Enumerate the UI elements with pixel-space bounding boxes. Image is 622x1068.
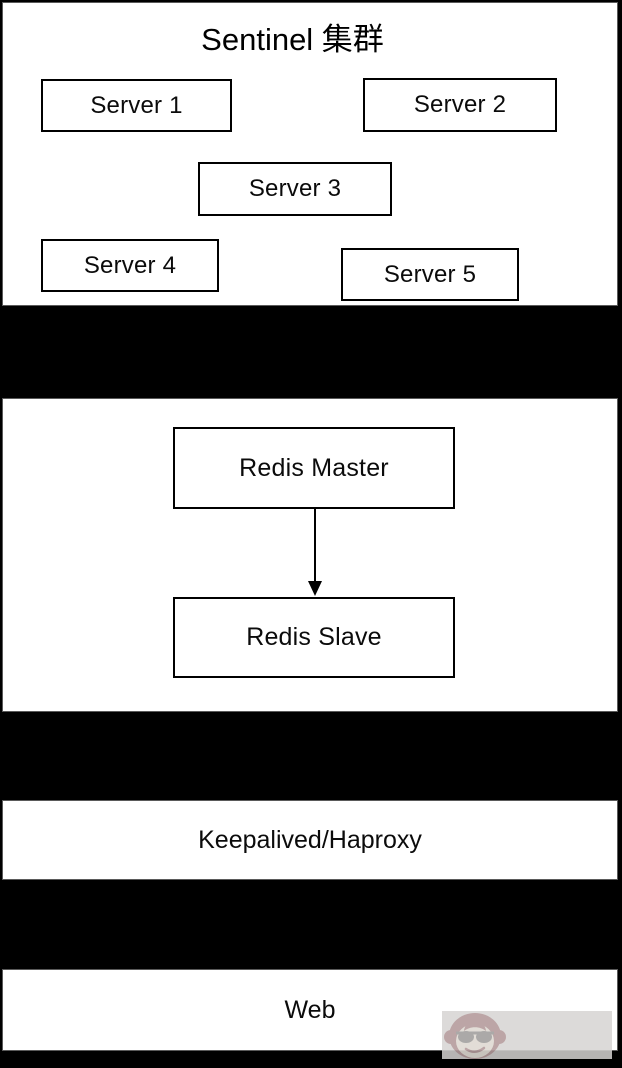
watermark <box>442 1011 612 1059</box>
server-3-label: Server 3 <box>248 175 342 202</box>
monkey-sunglasses-icon <box>444 1013 506 1059</box>
load-balancer-panel: Keepalived/Haproxy <box>2 800 618 880</box>
load-balancer-label: Keepalived/Haproxy <box>198 825 422 854</box>
server-4-label: Server 4 <box>83 251 177 279</box>
redis-slave-label: Redis Slave <box>246 623 382 651</box>
server-2-label: Server 2 <box>413 91 507 118</box>
web-label: Web <box>284 995 336 1024</box>
master-to-slave-arrowhead-icon <box>308 581 322 596</box>
server-5-box: Server 5 <box>341 248 519 301</box>
server-3-box: Server 3 <box>198 162 392 216</box>
server-4-box: Server 4 <box>41 239 219 292</box>
server-1-box: Server 1 <box>41 79 232 132</box>
redis-slave-box: Redis Slave <box>173 597 455 678</box>
redis-master-label: Redis Master <box>239 453 389 482</box>
server-2-box: Server 2 <box>363 78 557 132</box>
master-to-slave-arrow-line <box>314 509 316 583</box>
server-1-label: Server 1 <box>90 91 183 119</box>
sentinel-cluster-title: Sentinel 集群 <box>201 22 384 57</box>
redis-master-box: Redis Master <box>173 427 455 509</box>
server-5-label: Server 5 <box>383 260 477 288</box>
